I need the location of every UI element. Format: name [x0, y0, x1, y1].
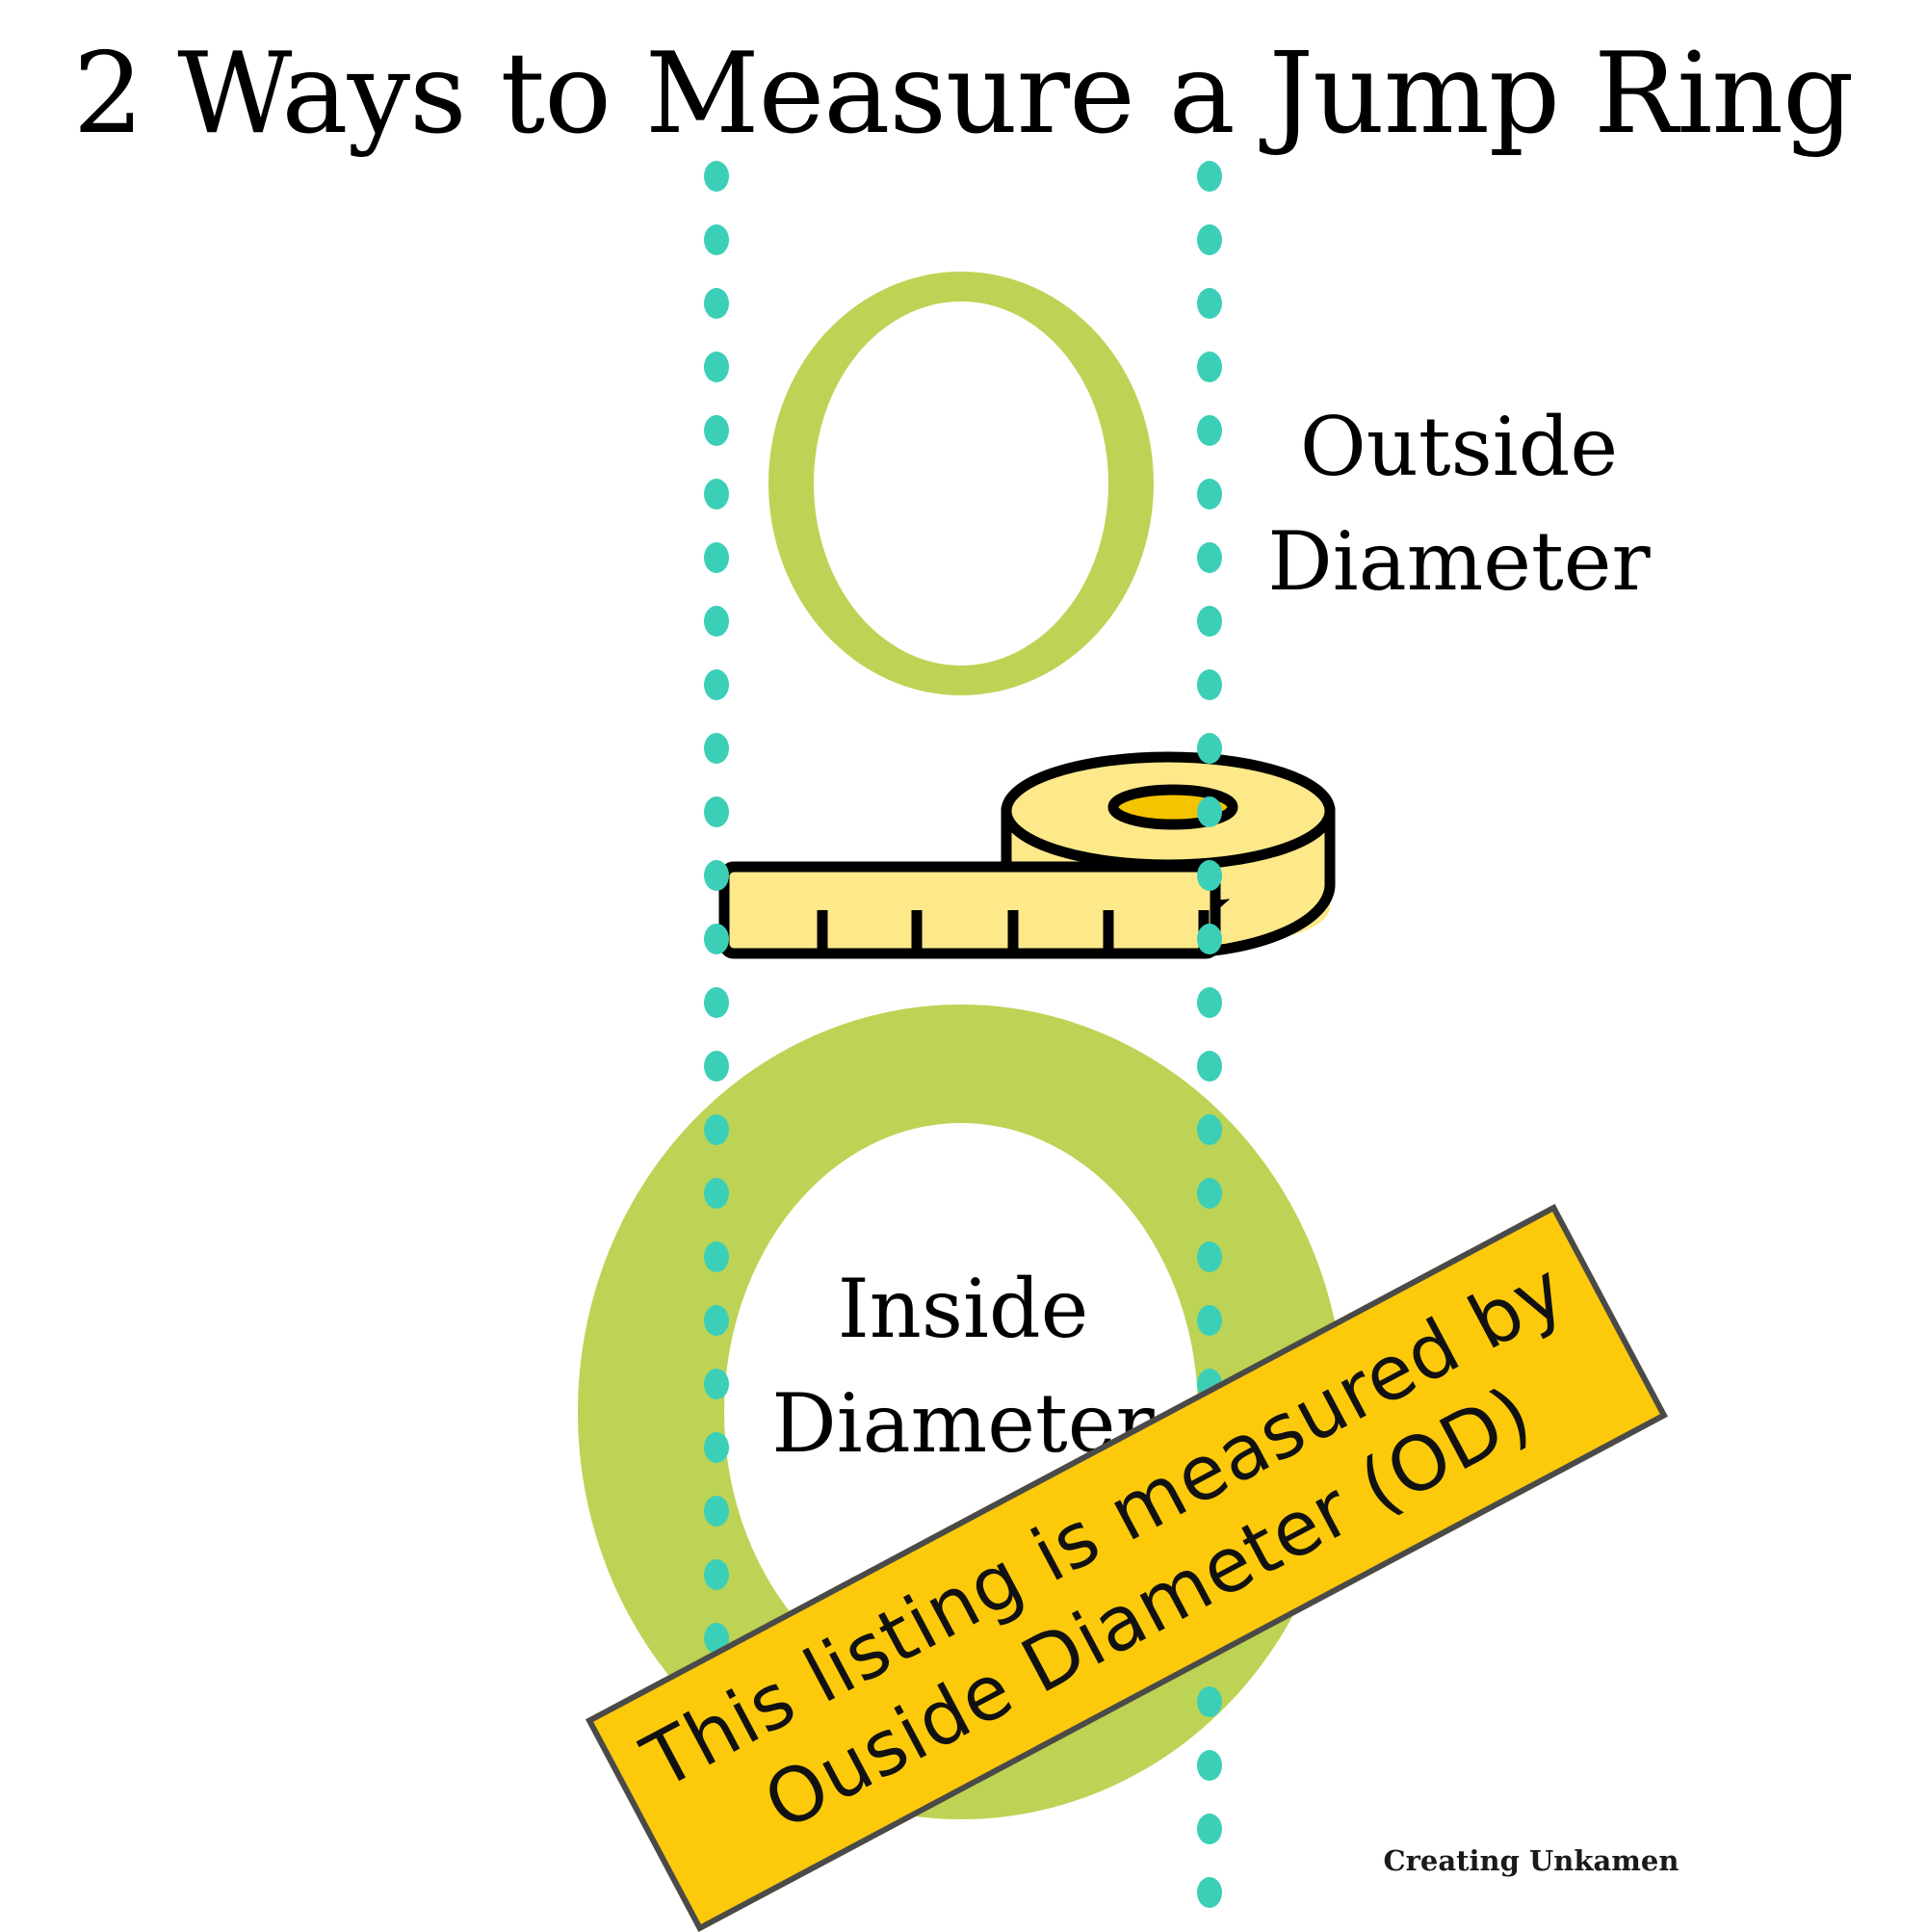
top-jump-ring	[768, 272, 1154, 695]
guide-dot	[1197, 224, 1222, 255]
guide-dot	[1197, 924, 1222, 954]
guide-dot	[1197, 1750, 1222, 1781]
guide-dot	[704, 987, 729, 1018]
guide-dot	[1197, 1877, 1222, 1908]
outside-diameter-line-1: Outside	[1299, 400, 1619, 494]
guide-dot	[704, 669, 729, 700]
guide-dot	[1197, 669, 1222, 700]
guide-dot	[704, 352, 729, 382]
guide-dot	[704, 1305, 729, 1336]
guide-dot	[704, 860, 729, 891]
guide-dot	[1197, 1241, 1222, 1272]
guide-dot	[704, 542, 729, 573]
guide-dot	[704, 288, 729, 319]
guide-dot	[1197, 733, 1222, 764]
guide-dot	[1197, 1686, 1222, 1717]
guide-dot	[704, 1559, 729, 1590]
guide-dot	[704, 1241, 729, 1272]
guide-dot	[1197, 161, 1222, 192]
measuring-tape-icon	[718, 751, 1336, 959]
guide-dot	[1197, 288, 1222, 319]
guide-dot	[1197, 796, 1222, 827]
guide-dot	[704, 796, 729, 827]
guide-dot	[1197, 1814, 1222, 1844]
guide-dot	[704, 924, 729, 954]
guide-dot	[704, 224, 729, 255]
guide-dot	[1197, 415, 1222, 446]
credit-text: Creating Unkamen	[1383, 1844, 1679, 1877]
guide-dot	[704, 606, 729, 637]
page-title: 2 Ways to Measure a Jump Ring	[72, 29, 1855, 159]
guide-dot	[704, 415, 729, 446]
guide-dot	[1197, 352, 1222, 382]
guide-dot	[704, 1496, 729, 1527]
guide-dot	[1197, 542, 1222, 573]
guide-dot	[1197, 860, 1222, 891]
guide-dot	[1197, 1305, 1222, 1336]
outside-diameter-label: Outside Diameter	[1209, 390, 1709, 620]
guide-dot	[704, 1369, 729, 1399]
guide-dot	[1197, 479, 1222, 509]
guide-dot	[1197, 1051, 1222, 1082]
guide-dot	[1197, 1178, 1222, 1209]
guide-dot	[1197, 987, 1222, 1018]
guide-dot	[704, 479, 729, 509]
outside-diameter-line-2: Diameter	[1267, 514, 1651, 610]
guide-dot	[704, 161, 729, 192]
guide-dot	[704, 1051, 729, 1082]
guide-dot	[704, 1114, 729, 1145]
guide-dot	[704, 1178, 729, 1209]
inside-diameter-label: Inside Diameter	[713, 1252, 1213, 1482]
guide-dot	[704, 1432, 729, 1463]
guide-dot	[1197, 1114, 1222, 1145]
inside-diameter-line-1: Inside	[837, 1262, 1089, 1356]
guide-dot	[704, 733, 729, 764]
guide-dot	[1197, 606, 1222, 637]
